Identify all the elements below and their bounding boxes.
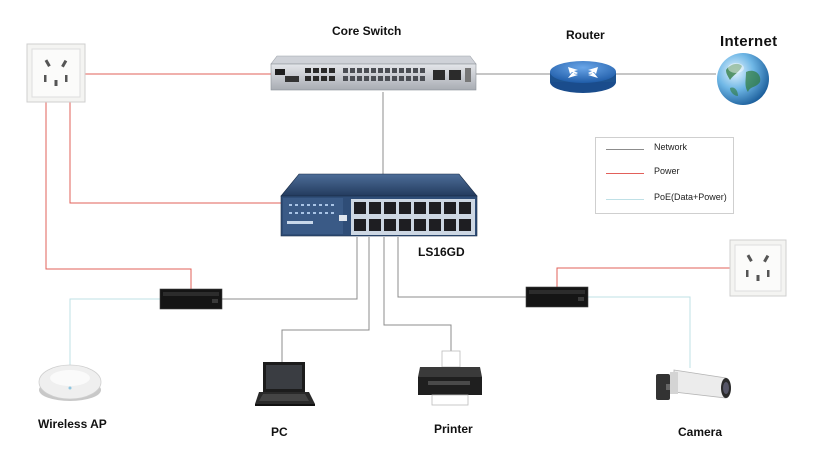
network-line-ls16gd-printer bbox=[383, 237, 452, 357]
access-point-icon bbox=[38, 364, 102, 401]
poe-injector-icon bbox=[525, 286, 589, 308]
legend-swatch-power bbox=[606, 173, 644, 174]
connections bbox=[45, 73, 730, 368]
legend-label-network: Network bbox=[654, 142, 688, 152]
power-outlet-icon bbox=[26, 43, 86, 103]
router-label: Router bbox=[566, 28, 605, 42]
camera-label: Camera bbox=[678, 425, 723, 439]
wireless-ap-label: Wireless AP bbox=[38, 417, 107, 431]
legend-label-poe: PoE(Data+Power) bbox=[654, 192, 727, 202]
printer-label: Printer bbox=[434, 422, 473, 436]
network-line-ls16gd-injector-right bbox=[397, 237, 527, 298]
poe-line-injector-camera bbox=[587, 296, 691, 368]
printer-icon bbox=[418, 350, 482, 406]
ls16gd-label: LS16GD bbox=[418, 245, 465, 259]
poe-switch-icon bbox=[280, 173, 478, 237]
internet-label: Internet bbox=[720, 33, 778, 50]
laptop-icon bbox=[255, 362, 315, 406]
network-line-ls16gd-injector-left bbox=[222, 237, 358, 300]
power-line-outlet-injector-left bbox=[45, 102, 192, 289]
legend-swatch-network bbox=[606, 149, 644, 150]
core-switch-icon bbox=[270, 55, 477, 91]
legend-swatch-poe bbox=[606, 199, 644, 200]
globe-icon bbox=[717, 53, 769, 105]
power-outlet-icon bbox=[729, 239, 787, 297]
router-icon bbox=[550, 61, 616, 93]
legend-item-power: Power bbox=[606, 166, 730, 180]
legend-item-poe: PoE(Data+Power) bbox=[606, 192, 730, 206]
legend-item-network: Network bbox=[606, 142, 730, 156]
poe-line-injector-ap bbox=[69, 298, 160, 366]
camera-icon bbox=[656, 369, 731, 400]
power-line-outlet-ls16gd bbox=[69, 102, 282, 204]
core-switch-label: Core Switch bbox=[332, 24, 402, 38]
legend: Network Power PoE(Data+Power) bbox=[595, 137, 734, 214]
poe-injector-icon bbox=[159, 288, 223, 310]
power-line-outlet-injector-right bbox=[556, 267, 730, 287]
pc-label: PC bbox=[271, 425, 288, 439]
network-line-ls16gd-pc bbox=[281, 237, 370, 364]
legend-label-power: Power bbox=[654, 166, 680, 176]
